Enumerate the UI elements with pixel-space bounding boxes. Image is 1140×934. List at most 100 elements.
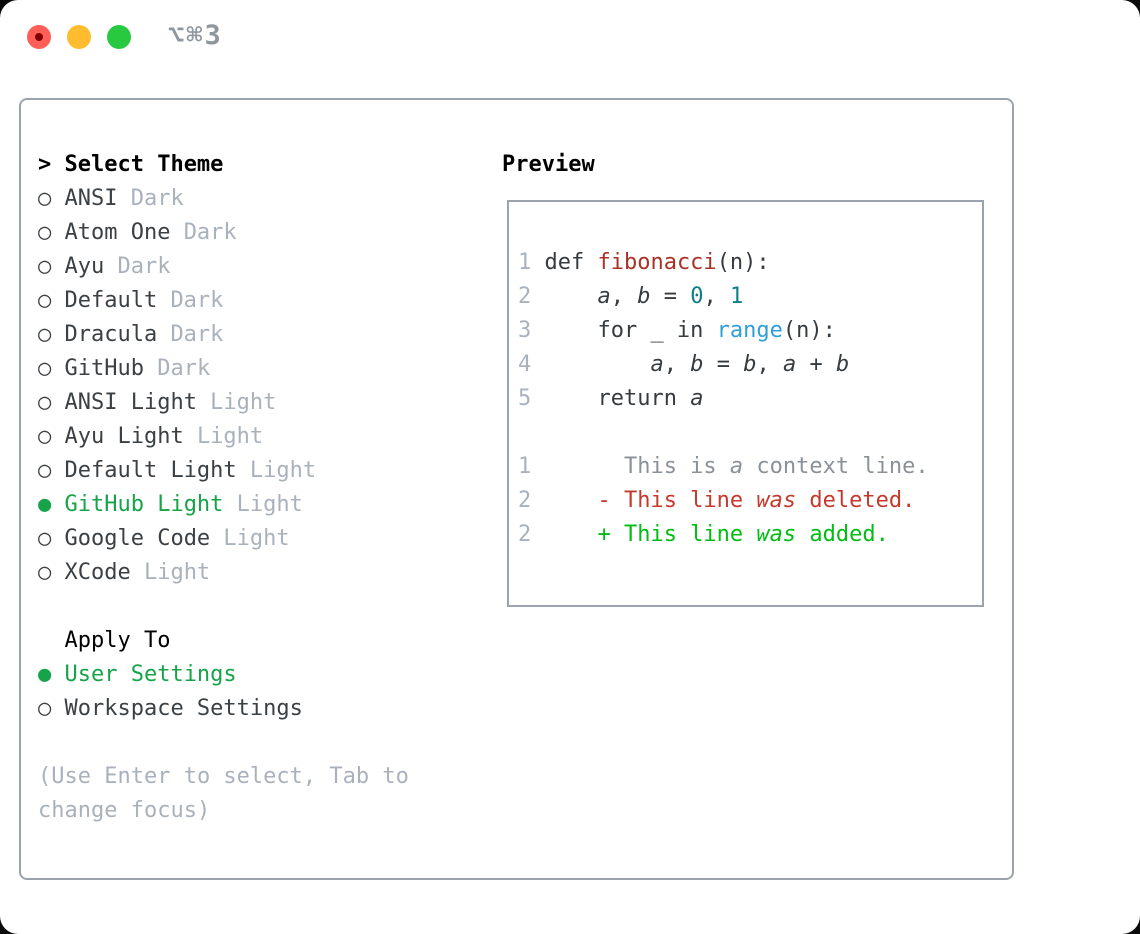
line-number: 4 (518, 352, 532, 377)
code-token: fibonacci (597, 250, 717, 275)
code-token: was (756, 488, 797, 513)
select-theme-title: Select Theme (64, 152, 224, 177)
code-token: range (716, 318, 783, 343)
radio-unselected-icon: ○ (38, 696, 52, 721)
radio-unselected-icon: ○ (38, 526, 52, 551)
line-number: 2 (518, 488, 532, 513)
close-dot-icon (35, 33, 43, 41)
code-token: for _ in (544, 318, 717, 343)
code-token (544, 352, 650, 377)
code-token: def (544, 250, 598, 275)
code-token: - This line (544, 488, 757, 513)
theme-name: Google Code (64, 526, 211, 551)
theme-variant-badge: Light (236, 492, 303, 517)
code-token: b (637, 284, 651, 309)
select-theme-header: >Select Theme (38, 148, 409, 182)
apply-option-user-settings[interactable]: ● User Settings (38, 658, 409, 692)
theme-variant-badge: Light (223, 526, 290, 551)
theme-name: Ayu (64, 254, 105, 279)
code-line (518, 416, 982, 450)
minimize-button[interactable] (67, 25, 91, 49)
radio-unselected-icon: ○ (38, 560, 52, 585)
zoom-button[interactable] (107, 25, 131, 49)
line-number: 2 (518, 284, 532, 309)
line-number: 1 (518, 454, 532, 479)
apply-option-label: Workspace Settings (64, 696, 303, 721)
code-token: , (756, 352, 783, 377)
titlebar: ⌥⌘3 (0, 0, 1140, 98)
code-token: b (690, 352, 704, 377)
apply-option-workspace-settings[interactable]: ○ Workspace Settings (38, 692, 409, 726)
apply-to-title: Apply To (64, 628, 171, 653)
code-line: 2 - This line was deleted. (518, 484, 982, 518)
radio-unselected-icon: ○ (38, 322, 52, 347)
theme-name: Dracula (64, 322, 158, 347)
code-token: return (544, 386, 691, 411)
theme-variant-badge: Dark (170, 288, 224, 313)
code-token: was (756, 522, 797, 547)
code-token: a (690, 386, 704, 411)
code-token: 0 (690, 284, 704, 309)
radio-selected-icon: ● (38, 662, 52, 687)
radio-unselected-icon: ○ (38, 220, 52, 245)
code-text: + This line was added. (544, 522, 888, 547)
theme-variant-badge: Dark (130, 186, 184, 211)
radio-unselected-icon: ○ (38, 458, 52, 483)
code-token: = (650, 284, 691, 309)
apply-option-label: User Settings (64, 662, 237, 687)
theme-option-dracula[interactable]: ○ Dracula Dark (38, 318, 409, 352)
code-line: 2 + This line was added. (518, 518, 982, 552)
theme-variant-badge: Light (143, 560, 211, 585)
code-token: a (782, 352, 797, 377)
theme-name: GitHub (64, 356, 144, 381)
radio-unselected-icon: ○ (38, 288, 52, 313)
theme-variant-badge: Dark (170, 322, 224, 347)
code-text: a, b = 0, 1 (544, 284, 743, 309)
code-token: , (703, 284, 730, 309)
theme-name: Atom One (64, 220, 171, 245)
line-number: 1 (518, 250, 532, 275)
apply-to-section: Apply To ● User Settings ○ Workspace Settin… (38, 624, 409, 726)
code-text: This is a context line. (544, 454, 929, 479)
code-token: b (835, 352, 850, 377)
theme-variant-badge: Dark (117, 254, 171, 279)
code-token: added. (796, 522, 889, 547)
radio-unselected-icon: ○ (38, 186, 52, 211)
radio-unselected-icon: ○ (38, 390, 52, 415)
radio-unselected-icon: ○ (38, 254, 52, 279)
close-button[interactable] (27, 25, 51, 49)
radio-unselected-icon: ○ (38, 356, 52, 381)
line-number: 2 (518, 522, 532, 547)
code-token: (n): (782, 318, 836, 343)
theme-name: Ayu Light (64, 424, 184, 449)
code-line: 4 a, b = b, a + b (518, 348, 982, 382)
code-token: = (703, 352, 744, 377)
code-text: def fibonacci(n): (544, 250, 769, 275)
code-token: deleted. (796, 488, 916, 513)
code-token: , (663, 352, 691, 377)
code-token: a (597, 284, 611, 309)
code-text: for _ in range(n): (544, 318, 835, 343)
code-token: , (610, 284, 638, 309)
theme-option-google-code[interactable]: ○ Google Code Light (38, 522, 409, 556)
line-number: 5 (518, 386, 532, 411)
theme-option-ayu[interactable]: ○ Ayu Dark (38, 250, 409, 284)
code-token: a (650, 352, 664, 377)
code-line: 1 This is a context line. (518, 450, 982, 484)
radio-selected-icon: ● (38, 492, 52, 517)
theme-variant-badge: Light (249, 458, 317, 483)
